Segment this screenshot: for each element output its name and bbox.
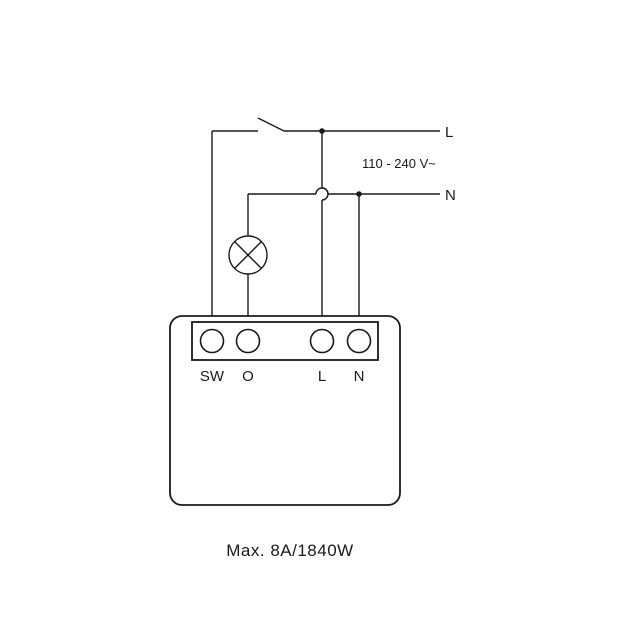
terminal-o [235, 328, 261, 354]
terminal-label-o: O [242, 368, 254, 385]
device-body [169, 315, 401, 506]
max-rating-caption: Max. 8A/1840W [226, 541, 353, 560]
live-line-label: L [445, 124, 453, 141]
neutral-line [248, 187, 440, 195]
live-drop-wire [321, 131, 329, 316]
switch-icon [212, 117, 285, 132]
terminal-label-n: N [354, 368, 365, 385]
terminal-label-sw: SW [200, 368, 225, 385]
supply-voltage-label: 110 - 240 V~ [362, 156, 436, 171]
neutral-line-label: N [445, 187, 456, 204]
terminal-l [309, 328, 335, 354]
terminal-label-l: L [318, 368, 326, 385]
lamp-icon [228, 235, 268, 275]
terminal-sw [199, 328, 225, 354]
terminal-n [346, 328, 372, 354]
